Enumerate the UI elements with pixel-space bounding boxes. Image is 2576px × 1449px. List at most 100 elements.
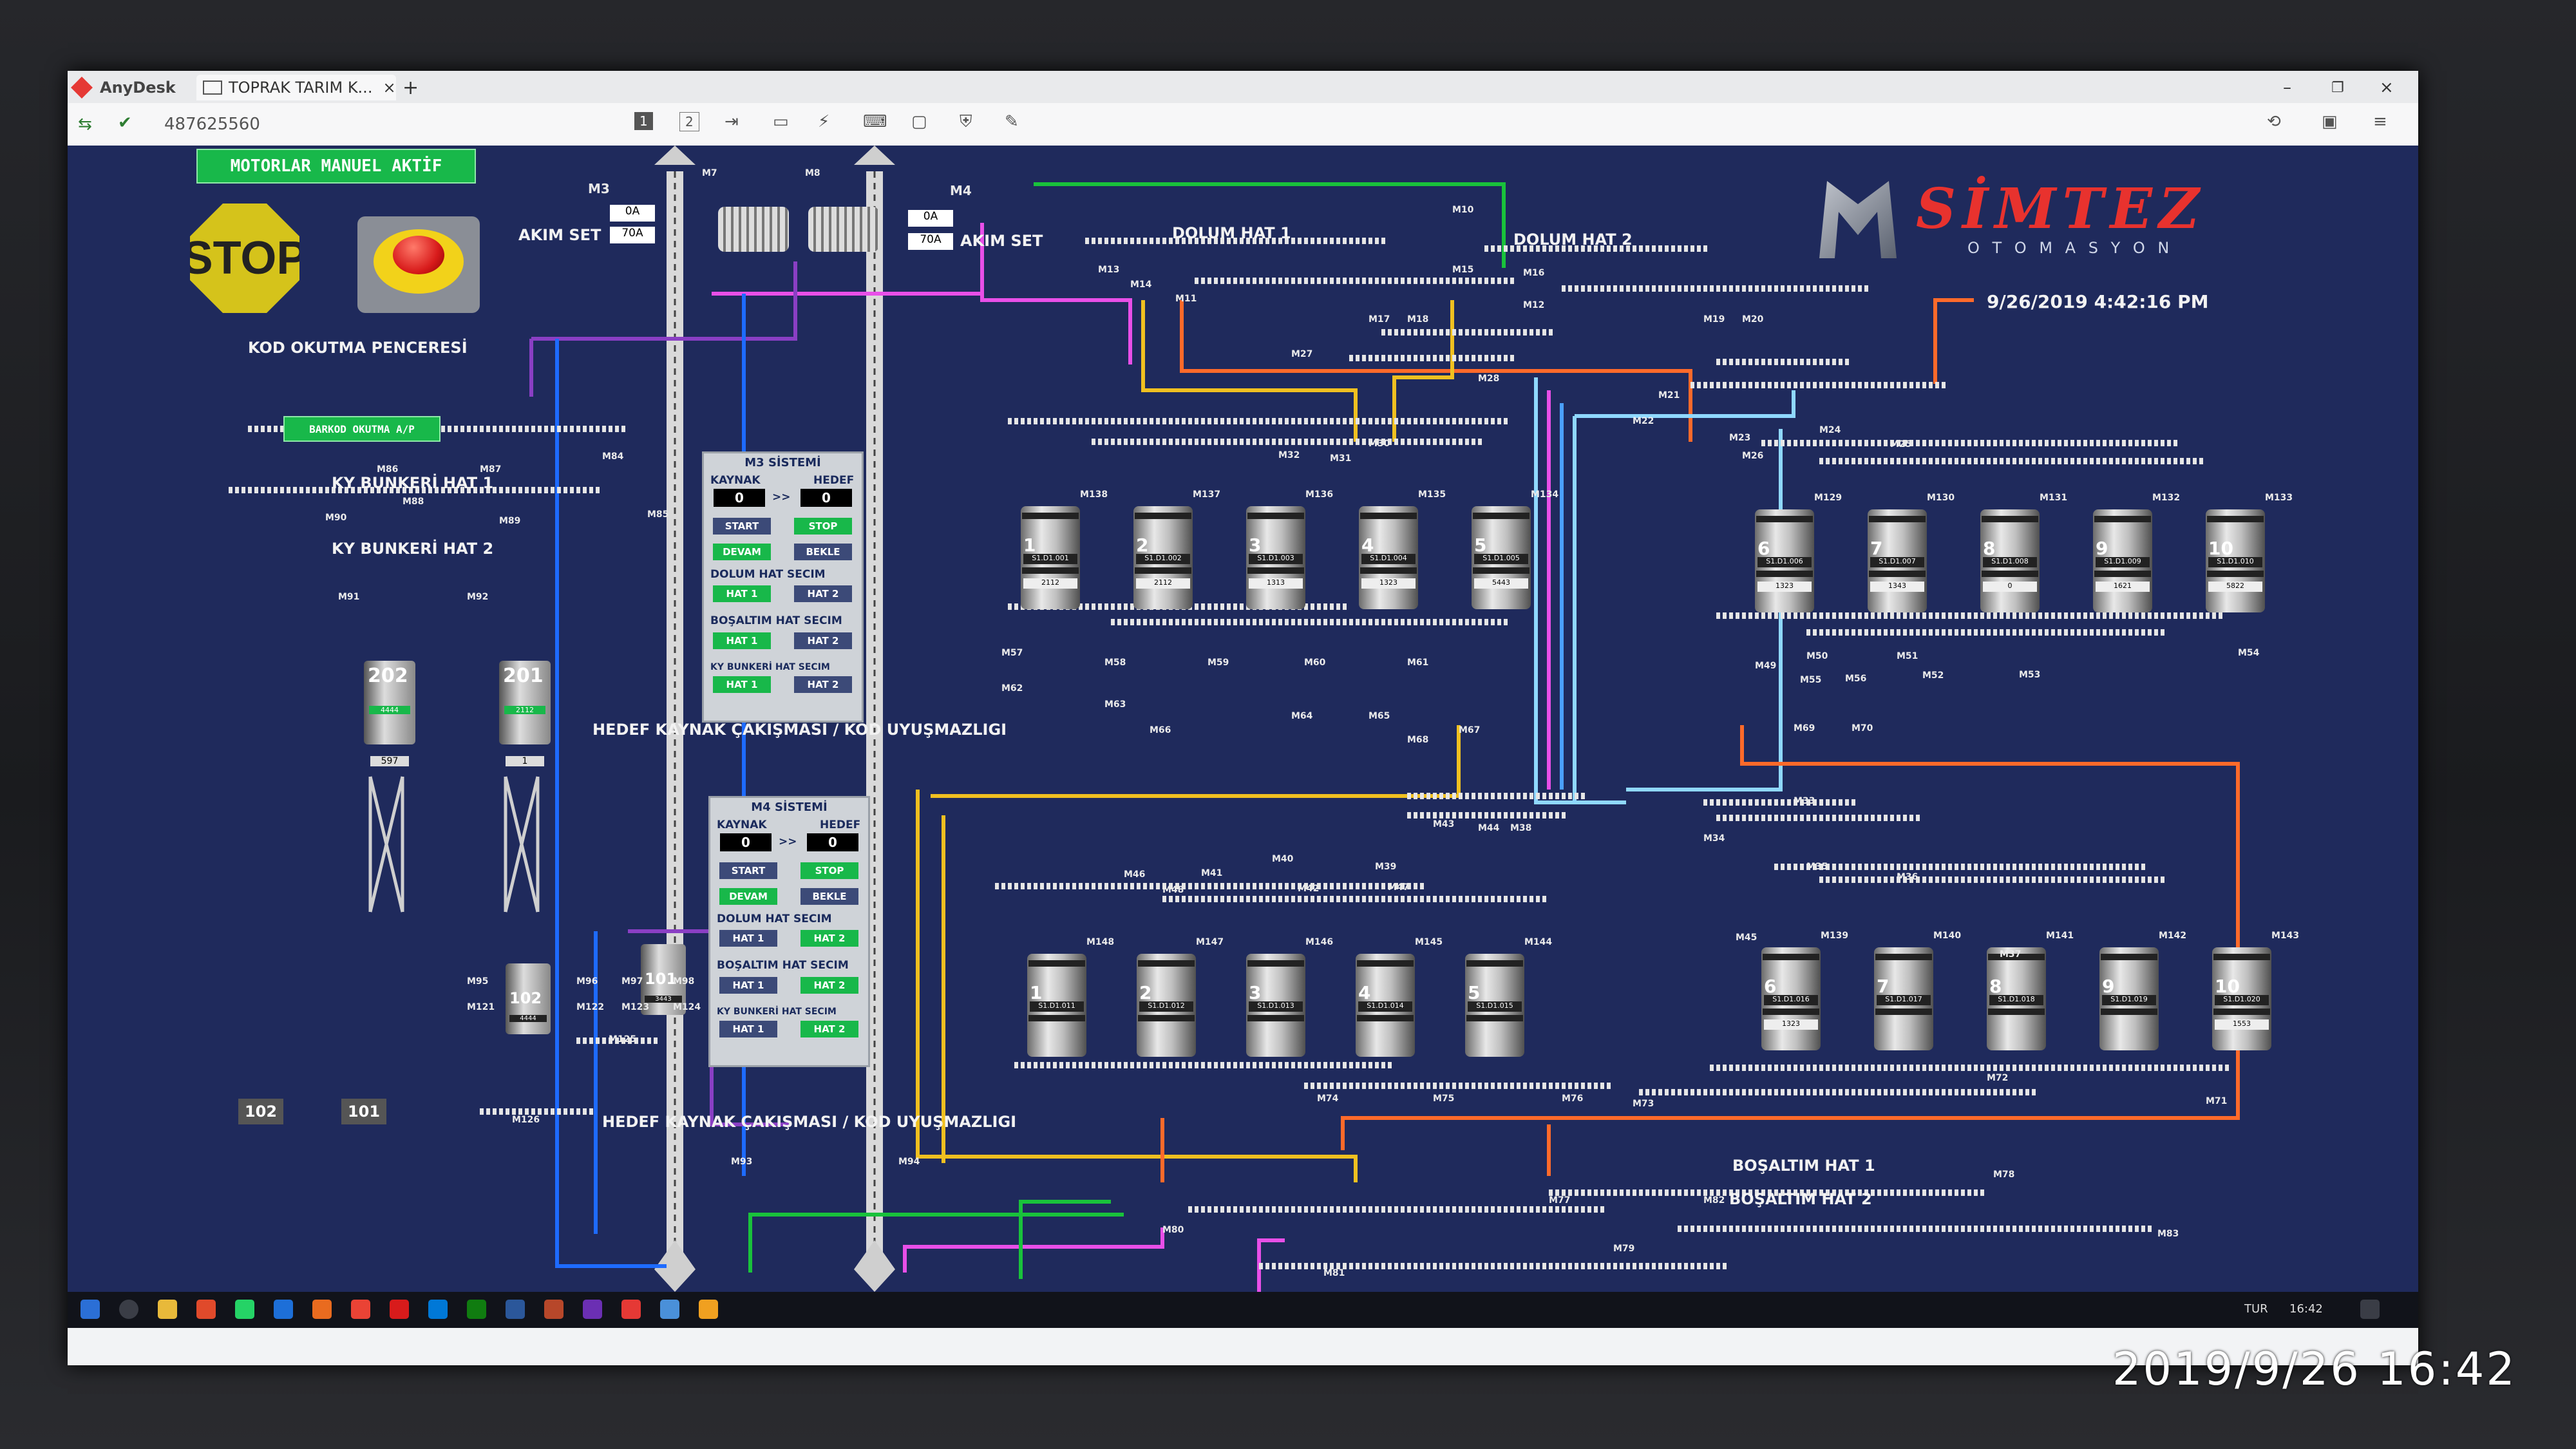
- motor-label[interactable]: M19: [1703, 314, 1725, 325]
- motor-label[interactable]: M31: [1330, 453, 1352, 464]
- empty-hat2-button[interactable]: HAT 2: [794, 632, 852, 649]
- menu-icon[interactable]: ≡: [2373, 112, 2387, 131]
- motor-label[interactable]: M63: [1104, 699, 1126, 710]
- motor-label[interactable]: M75: [1433, 1094, 1455, 1104]
- ky-hat1-button[interactable]: HAT 1: [713, 676, 771, 693]
- motor-label[interactable]: M38: [1510, 823, 1532, 833]
- motor-label[interactable]: M54: [2238, 648, 2260, 658]
- motor-label[interactable]: M121: [467, 1002, 495, 1012]
- motor-label[interactable]: M70: [1852, 723, 1873, 734]
- motor-label[interactable]: M12: [1523, 300, 1545, 310]
- motor-label[interactable]: M43: [1433, 819, 1455, 829]
- motor-label[interactable]: M22: [1633, 416, 1654, 426]
- stop-button[interactable]: STOP: [800, 862, 858, 879]
- motor-label[interactable]: M41: [1201, 868, 1223, 878]
- fill-hat1-button[interactable]: HAT 1: [713, 585, 771, 602]
- motor-label[interactable]: M57: [1001, 648, 1023, 658]
- motor-label[interactable]: M30: [1368, 439, 1390, 449]
- resume-button[interactable]: DEVAM: [713, 544, 771, 560]
- fill-hat1-button[interactable]: HAT 1: [719, 930, 777, 947]
- motor-label[interactable]: M25: [1890, 439, 1912, 450]
- empty-hat2-button[interactable]: HAT 2: [800, 977, 858, 994]
- fill-hat2-button[interactable]: HAT 2: [794, 585, 852, 602]
- bottom-left-102[interactable]: 102: [238, 1099, 283, 1124]
- motor-label[interactable]: M59: [1208, 658, 1229, 668]
- motor-label[interactable]: M48: [1162, 885, 1184, 895]
- start-button[interactable]: START: [713, 518, 771, 535]
- motor-label[interactable]: M45: [1736, 933, 1757, 943]
- motor-label[interactable]: M40: [1272, 854, 1294, 864]
- motor-label[interactable]: M68: [1407, 735, 1429, 745]
- motor-label[interactable]: M60: [1304, 658, 1326, 668]
- opera-icon[interactable]: [390, 1300, 409, 1319]
- motor-label[interactable]: M26: [1742, 451, 1764, 461]
- motor-label[interactable]: M34: [1703, 833, 1725, 844]
- edge-icon[interactable]: [274, 1300, 293, 1319]
- motor-label[interactable]: M91: [338, 592, 360, 602]
- motor-label[interactable]: M52: [1922, 670, 1944, 681]
- motor-label[interactable]: M18: [1407, 314, 1429, 325]
- whatsapp-icon[interactable]: [235, 1300, 254, 1319]
- close-tab-icon[interactable]: ×: [383, 79, 396, 97]
- session-tab[interactable]: TOPRAK TARIM K... ×: [196, 75, 396, 100]
- motor-label[interactable]: M125: [609, 1034, 637, 1045]
- display-icon[interactable]: ▢: [911, 112, 927, 131]
- motor-label[interactable]: M95: [467, 976, 489, 987]
- motor-label[interactable]: M32: [1278, 450, 1300, 460]
- bottom-left-101[interactable]: 101: [341, 1099, 386, 1124]
- motor-label[interactable]: M71: [2206, 1096, 2228, 1106]
- file-explorer-icon[interactable]: [158, 1300, 177, 1319]
- motor-label[interactable]: M14: [1130, 279, 1152, 290]
- motor-label[interactable]: M81: [1323, 1268, 1345, 1278]
- motor-label[interactable]: M21: [1658, 390, 1680, 401]
- motor-label[interactable]: M16: [1523, 268, 1545, 278]
- motor-label[interactable]: M56: [1845, 674, 1867, 684]
- motor-label[interactable]: M23: [1729, 433, 1751, 443]
- anydesk-taskbar-icon[interactable]: [621, 1300, 641, 1319]
- search-icon[interactable]: [119, 1300, 138, 1319]
- motor-label[interactable]: M67: [1459, 725, 1481, 735]
- chat-icon[interactable]: ▭: [773, 112, 789, 131]
- barcode-toggle-button[interactable]: BARKOD OKUTMA A/P: [283, 416, 440, 442]
- source-value[interactable]: 0: [714, 489, 765, 507]
- motor-label[interactable]: M35: [1806, 862, 1828, 872]
- taskbar-clock[interactable]: 16:42: [2289, 1302, 2323, 1316]
- motor-label[interactable]: M94: [898, 1157, 920, 1167]
- motor-label[interactable]: M28: [1478, 374, 1500, 384]
- address-field[interactable]: 487625560: [164, 115, 260, 134]
- motor-label[interactable]: M89: [499, 516, 521, 526]
- motor-label[interactable]: M20: [1742, 314, 1764, 325]
- motor-label[interactable]: M69: [1794, 723, 1815, 734]
- motor-label[interactable]: M83: [2157, 1229, 2179, 1239]
- motor-label[interactable]: M93: [731, 1157, 753, 1167]
- bunker-202[interactable]: 202 4444: [364, 661, 415, 744]
- motor-label[interactable]: M64: [1291, 711, 1313, 721]
- start-button[interactable]: START: [719, 862, 777, 879]
- ky-hat2-button[interactable]: HAT 2: [800, 1021, 858, 1037]
- motor-label[interactable]: M46: [1124, 869, 1146, 880]
- stop-sign-icon[interactable]: STOP: [190, 204, 299, 313]
- actions-icon[interactable]: ⚡: [818, 112, 830, 131]
- motor-label[interactable]: M85: [647, 509, 669, 520]
- monitor-2-button[interactable]: 2: [679, 112, 699, 131]
- motor-label[interactable]: M61: [1407, 658, 1429, 668]
- m4-set-input[interactable]: 70A: [908, 233, 953, 250]
- bunker-102[interactable]: 102 4444: [506, 963, 551, 1034]
- motor-label[interactable]: M62: [1001, 683, 1023, 694]
- motor-label[interactable]: M53: [2019, 670, 2041, 680]
- ky-hat1-button[interactable]: HAT 1: [719, 1021, 777, 1037]
- motor-label[interactable]: M24: [1819, 425, 1841, 435]
- wait-button[interactable]: BEKLE: [800, 888, 858, 905]
